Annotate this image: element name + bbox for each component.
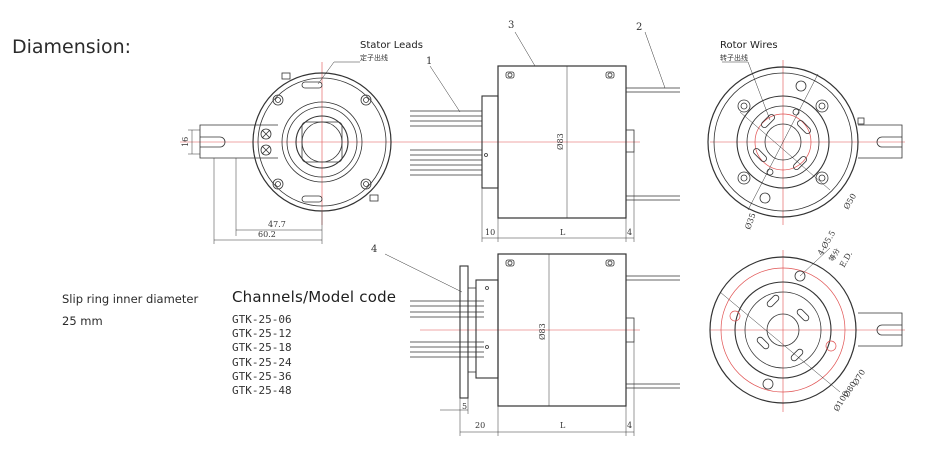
top-side-view xyxy=(410,31,680,242)
model-code: GTK-25-18 xyxy=(232,341,292,355)
dim-top-d83: Ø83 xyxy=(556,133,565,150)
bottom-side-view xyxy=(384,253,680,436)
dim-16: 16 xyxy=(181,137,190,147)
dim-bottom-20: 20 xyxy=(475,421,485,430)
inner-diameter-value: 25 mm xyxy=(62,314,103,328)
dim-top-4: 4 xyxy=(627,228,632,237)
channels-heading: Channels/Model code xyxy=(232,288,397,306)
rear-view xyxy=(707,60,905,225)
dim-rear-d35: Ø35 xyxy=(743,212,757,231)
dim-60-2: 60.2 xyxy=(258,230,276,239)
page-title: Diamension: xyxy=(12,36,132,58)
dim-bottom-d83: Ø83 xyxy=(538,323,547,340)
inner-diameter-label: Slip ring inner diameter xyxy=(62,292,199,306)
stator-leads-cn-label: 定子出线 xyxy=(360,53,388,62)
rotor-wires-cn-label: 转子出线 xyxy=(720,53,748,62)
front-view xyxy=(180,61,420,244)
model-code: GTK-25-24 xyxy=(232,355,292,369)
dim-flange-d100: Ø100 xyxy=(832,390,851,413)
dim-47-7: 47.7 xyxy=(268,220,286,229)
part-number-4: 4 xyxy=(371,244,377,255)
model-code: GTK-25-48 xyxy=(232,384,292,398)
part-number-2: 2 xyxy=(636,22,642,33)
stator-leads-label: Stator Leads xyxy=(360,40,423,51)
part-number-3: 3 xyxy=(508,20,514,31)
dim-top-L: L xyxy=(560,228,566,237)
flange-view xyxy=(709,247,905,412)
model-code: GTK-25-36 xyxy=(232,369,292,383)
dim-bottom-L: L xyxy=(560,421,566,430)
model-code-list: GTK-25-06 GTK-25-12 GTK-25-18 GTK-25-24 … xyxy=(232,313,292,398)
rotor-wires-label: Rotor Wires xyxy=(720,40,778,51)
dim-bottom-4: 4 xyxy=(627,421,632,430)
part-number-1: 1 xyxy=(426,56,432,67)
dim-top-10: 10 xyxy=(485,228,495,237)
dim-rear-d50: Ø50 xyxy=(842,192,858,211)
dim-bottom-5: 5 xyxy=(462,402,467,411)
model-code: GTK-25-06 xyxy=(232,313,292,326)
model-code: GTK-25-12 xyxy=(232,327,292,341)
